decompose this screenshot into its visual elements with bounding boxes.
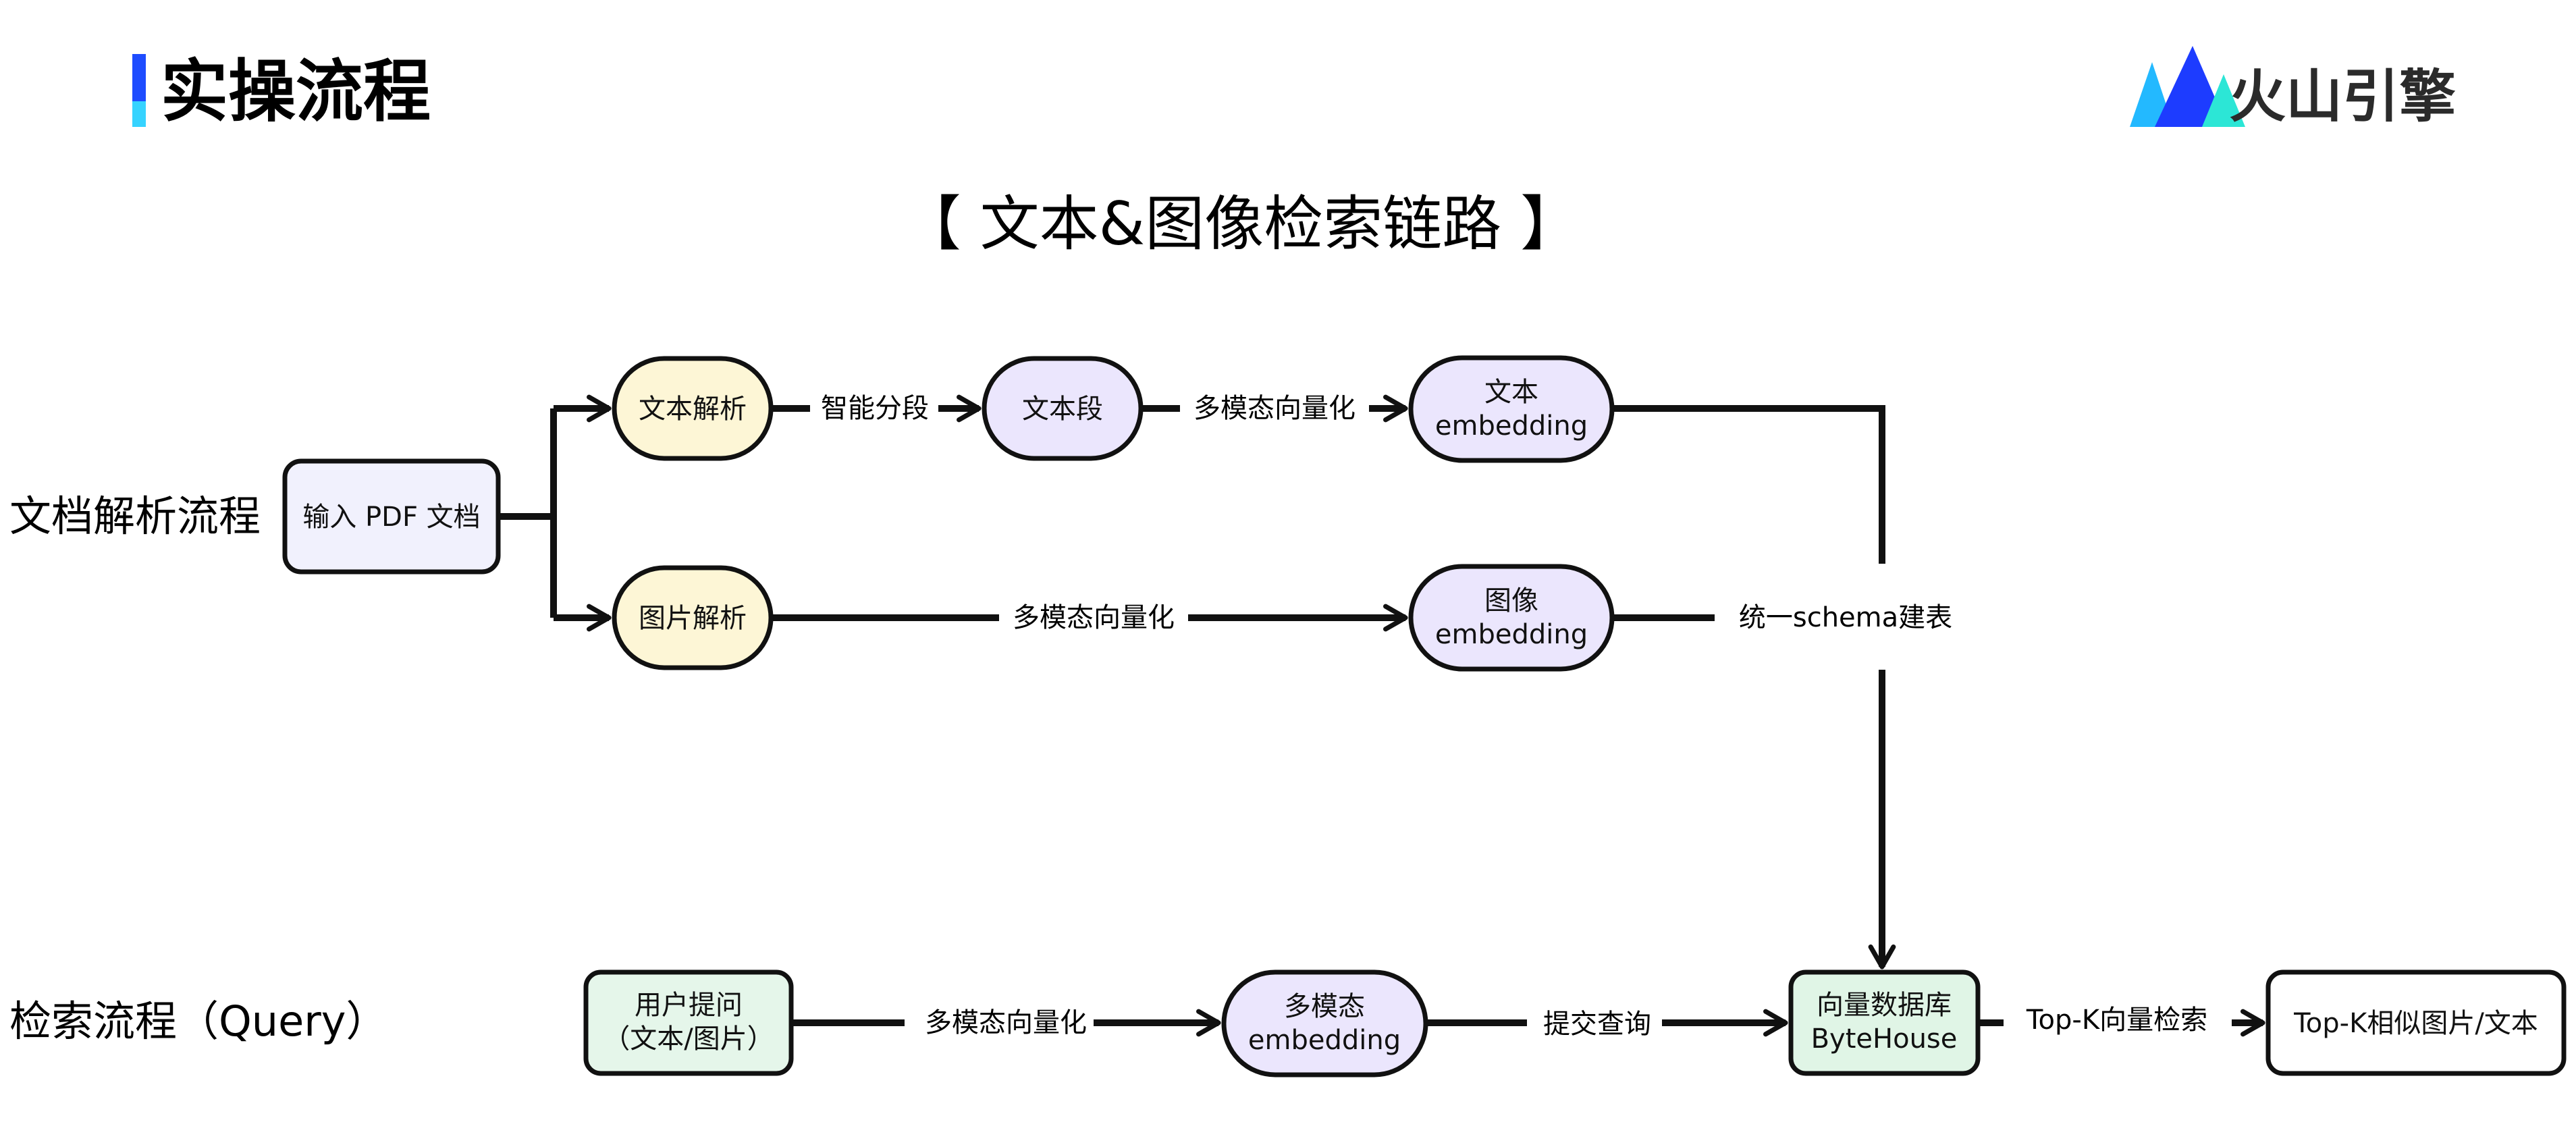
- edge-label-submit-query: 提交查询: [1543, 1009, 1651, 1040]
- node-topk-result-label: Top-K相似图片/文本: [2293, 1008, 2538, 1039]
- node-text-segment: 文本段: [982, 356, 1144, 461]
- node-topk-result: Top-K相似图片/文本: [2265, 969, 2567, 1076]
- title-accent-bar-bottom: [132, 101, 146, 127]
- edge-label-unified-schema: 统一schema建表: [1739, 602, 1952, 633]
- node-vector-db-line2: ByteHouse: [1811, 1023, 1958, 1055]
- page-header: 实操流程: [132, 52, 431, 131]
- node-text-parse: 文本解析: [612, 356, 774, 461]
- edge-label-mm-vectorize-query: 多模态向量化: [925, 1007, 1087, 1038]
- node-vector-db: 向量数据库 ByteHouse: [1788, 969, 1981, 1076]
- node-image-parse: 图片解析: [612, 565, 774, 670]
- node-input-pdf-label: 输入 PDF 文档: [302, 502, 480, 533]
- node-multimodal-embedding-line2: embedding: [1248, 1025, 1401, 1056]
- node-vector-db-line1: 向量数据库: [1817, 990, 1952, 1021]
- volcano-mountain-icon: [2130, 46, 2245, 127]
- node-user-query: 用户提问 （文本/图片）: [583, 969, 794, 1076]
- node-image-embedding-line1: 图像: [1484, 585, 1538, 616]
- node-text-parse-label: 文本解析: [639, 394, 747, 425]
- node-image-parse-label: 图片解析: [639, 603, 747, 634]
- node-image-embedding: 图像 embedding: [1408, 564, 1615, 672]
- node-text-segment-label: 文本段: [1022, 394, 1103, 425]
- edge-label-mm-vectorize-text: 多模态向量化: [1193, 393, 1356, 424]
- connector-text-embedding-to-db: [1612, 405, 1885, 564]
- node-user-query-line2: （文本/图片）: [603, 1023, 774, 1055]
- edge-label-topk-search: Top-K向量检索: [2026, 1005, 2207, 1036]
- node-text-embedding-line2: embedding: [1435, 410, 1588, 442]
- diagram-title: 【 文本&图像检索链路 】: [902, 189, 1580, 259]
- edge-label-mm-vectorize-image: 多模态向量化: [1013, 602, 1175, 633]
- node-multimodal-embedding: 多模态 embedding: [1221, 969, 1428, 1077]
- node-text-embedding: 文本 embedding: [1408, 355, 1615, 463]
- section-label-doc-parse: 文档解析流程: [9, 491, 261, 541]
- node-input-pdf: 输入 PDF 文档: [282, 458, 501, 575]
- node-text-embedding-line1: 文本: [1484, 377, 1538, 408]
- page-title: 实操流程: [161, 52, 431, 131]
- node-user-query-line1: 用户提问: [635, 990, 743, 1021]
- brand-logo: 火山引擎: [2130, 46, 2456, 130]
- brand-name: 火山引擎: [2229, 63, 2456, 130]
- edge-label-smart-segment: 智能分段: [821, 393, 929, 424]
- title-accent-bar-top: [132, 54, 146, 101]
- node-image-embedding-line2: embedding: [1435, 619, 1588, 650]
- node-multimodal-embedding-line1: 多模态: [1284, 991, 1365, 1022]
- section-label-retrieval: 检索流程（Query）: [9, 996, 387, 1046]
